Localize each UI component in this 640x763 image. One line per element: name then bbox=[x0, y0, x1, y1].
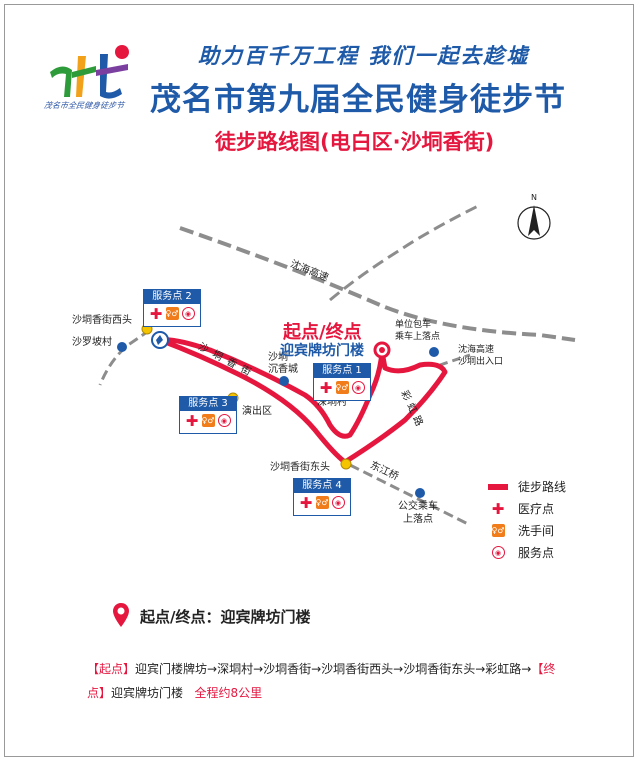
desc-end-tag: 【终点】 bbox=[87, 662, 556, 700]
place-label-xitou: 沙垌香街西头 bbox=[72, 315, 132, 326]
service-icon: ◉ bbox=[491, 546, 505, 559]
medical-cross-icon: ✚ bbox=[299, 493, 313, 512]
legend-medical: ✚ 医疗点 bbox=[488, 499, 555, 518]
page-subtitle: 徒步路线图(电白区·沙垌香街) bbox=[215, 130, 495, 154]
place-label-shaluopo: 沙罗坡村 bbox=[72, 337, 112, 348]
legend-restroom-label: 洗手间 bbox=[518, 524, 555, 538]
medical-cross-icon: ✚ bbox=[185, 411, 199, 430]
medical-cross-icon: ✚ bbox=[319, 378, 333, 397]
point-chenxiang bbox=[279, 376, 289, 386]
expressway-road bbox=[179, 226, 576, 342]
start-end-label: 起点/终点 bbox=[283, 322, 362, 343]
service-icon: ◉ bbox=[331, 496, 345, 509]
point-dongtou bbox=[340, 458, 352, 470]
desc-start-tag: 【起点】 bbox=[87, 662, 136, 676]
point-shaluopo bbox=[117, 342, 127, 352]
place-label-exit: 沈海高速 沙垌出入口 bbox=[458, 345, 504, 367]
legend-service-label: 服务点 bbox=[518, 546, 555, 560]
service-point-4: 服务点 4 ✚ ♀♂ ◉ bbox=[293, 478, 351, 516]
desc-total: 全程约8公里 bbox=[194, 686, 263, 700]
page-title: 茂名市第九届全民健身徒步节 bbox=[150, 82, 566, 118]
festival-logo bbox=[42, 42, 138, 122]
point-bus-public bbox=[415, 488, 425, 498]
legend-medical-label: 医疗点 bbox=[518, 502, 555, 516]
service-point-label: 服务点 4 bbox=[294, 479, 350, 493]
desc-route-part2: 迎宾牌坊门楼 bbox=[111, 686, 184, 700]
walking-route bbox=[157, 337, 448, 465]
service-icon: ◉ bbox=[217, 414, 231, 427]
service-point-1: 服务点 1 ✚ ♀♂ ◉ bbox=[313, 363, 371, 401]
medical-cross-icon: ✚ bbox=[491, 499, 505, 518]
service-point-2: 服务点 2 ✚ ♀♂ ◉ bbox=[143, 289, 201, 327]
legend-restroom: ♀♂ 洗手间 bbox=[488, 522, 554, 539]
minor-road-north bbox=[329, 203, 481, 302]
legend-route: 徒步路线 bbox=[488, 478, 566, 495]
north-label: N bbox=[531, 193, 537, 202]
service-point-label: 服务点 1 bbox=[314, 364, 370, 378]
point-bus-unit bbox=[429, 347, 439, 357]
service-point-label: 服务点 2 bbox=[144, 290, 200, 304]
place-label-dongtou: 沙垌香街东头 bbox=[270, 462, 330, 473]
start-end-name: 迎宾牌坊门楼 bbox=[280, 343, 364, 359]
minor-road-west bbox=[98, 328, 151, 386]
footer-start-end: 起点/终点：迎宾牌坊门楼 bbox=[140, 608, 311, 626]
route-line-icon bbox=[488, 483, 508, 490]
route-description: 【起点】迎宾门楼牌坊→深垌村→沙垌香街→沙垌香街西头→沙垌香街东头→彩虹路→【终… bbox=[87, 657, 567, 705]
restroom-icon: ♀♂ bbox=[315, 496, 329, 509]
restroom-icon: ♀♂ bbox=[201, 414, 215, 427]
place-label-bus-public: 公交乘车 上落点 bbox=[398, 501, 438, 525]
legend-route-label: 徒步路线 bbox=[518, 480, 567, 494]
restroom-icon: ♀♂ bbox=[491, 524, 505, 537]
service-icon: ◉ bbox=[181, 307, 195, 320]
place-label-yanchu: 演出区 bbox=[242, 406, 272, 417]
exit-road bbox=[439, 353, 471, 367]
service-point-3: 服务点 3 ✚ ♀♂ ◉ bbox=[179, 396, 237, 434]
restroom-icon: ♀♂ bbox=[165, 307, 179, 320]
service-icon: ◉ bbox=[351, 381, 365, 394]
poster-frame bbox=[4, 4, 634, 757]
place-label-shendong: 深垌村 bbox=[317, 397, 347, 408]
legend-service: ◉ 服务点 bbox=[488, 544, 554, 561]
north-arrow-icon bbox=[517, 205, 551, 240]
slogan: 助力百千万工程 我们一起去趁墟 bbox=[198, 43, 530, 68]
desc-route-part1: 迎宾门楼牌坊→深垌村→沙垌香街→沙垌香街西头→沙垌香街东头→彩虹路→ bbox=[135, 662, 532, 676]
service-point-label: 服务点 3 bbox=[180, 397, 236, 411]
location-pin-icon bbox=[113, 603, 129, 627]
place-label-bus-unit: 单位包车 乘车上落点 bbox=[395, 320, 441, 342]
place-label-chenxiang: 沙垌 沉香城 bbox=[268, 352, 298, 375]
dongjiang-road bbox=[349, 463, 471, 527]
medical-cross-icon: ✚ bbox=[149, 304, 163, 323]
restroom-icon: ♀♂ bbox=[335, 381, 349, 394]
